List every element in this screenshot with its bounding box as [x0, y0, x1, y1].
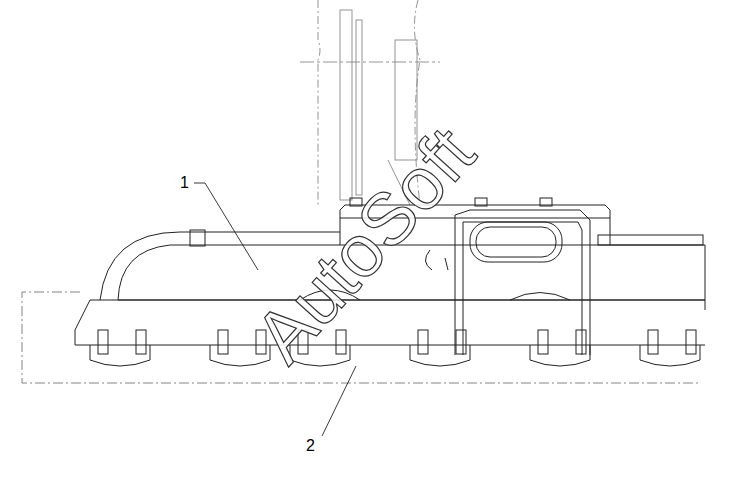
bolt-slot: [456, 330, 466, 354]
bolt-slot: [576, 330, 586, 354]
callout-number: 1: [180, 175, 189, 191]
port-flange: [410, 345, 470, 366]
port-flange: [210, 345, 270, 366]
bolt-slot: [648, 330, 658, 354]
bolt-slot: [136, 330, 146, 354]
bolt-slot: [418, 330, 428, 354]
callout-number: 2: [306, 438, 315, 454]
bolt-slot: [336, 330, 346, 354]
bolt-slot: [98, 330, 108, 354]
port-flange: [90, 345, 150, 366]
port-flange: [530, 345, 590, 366]
port-flange: [640, 345, 700, 366]
bolt-slot: [686, 330, 696, 354]
bolt-slot: [218, 330, 228, 354]
bolt-slot: [538, 330, 548, 354]
